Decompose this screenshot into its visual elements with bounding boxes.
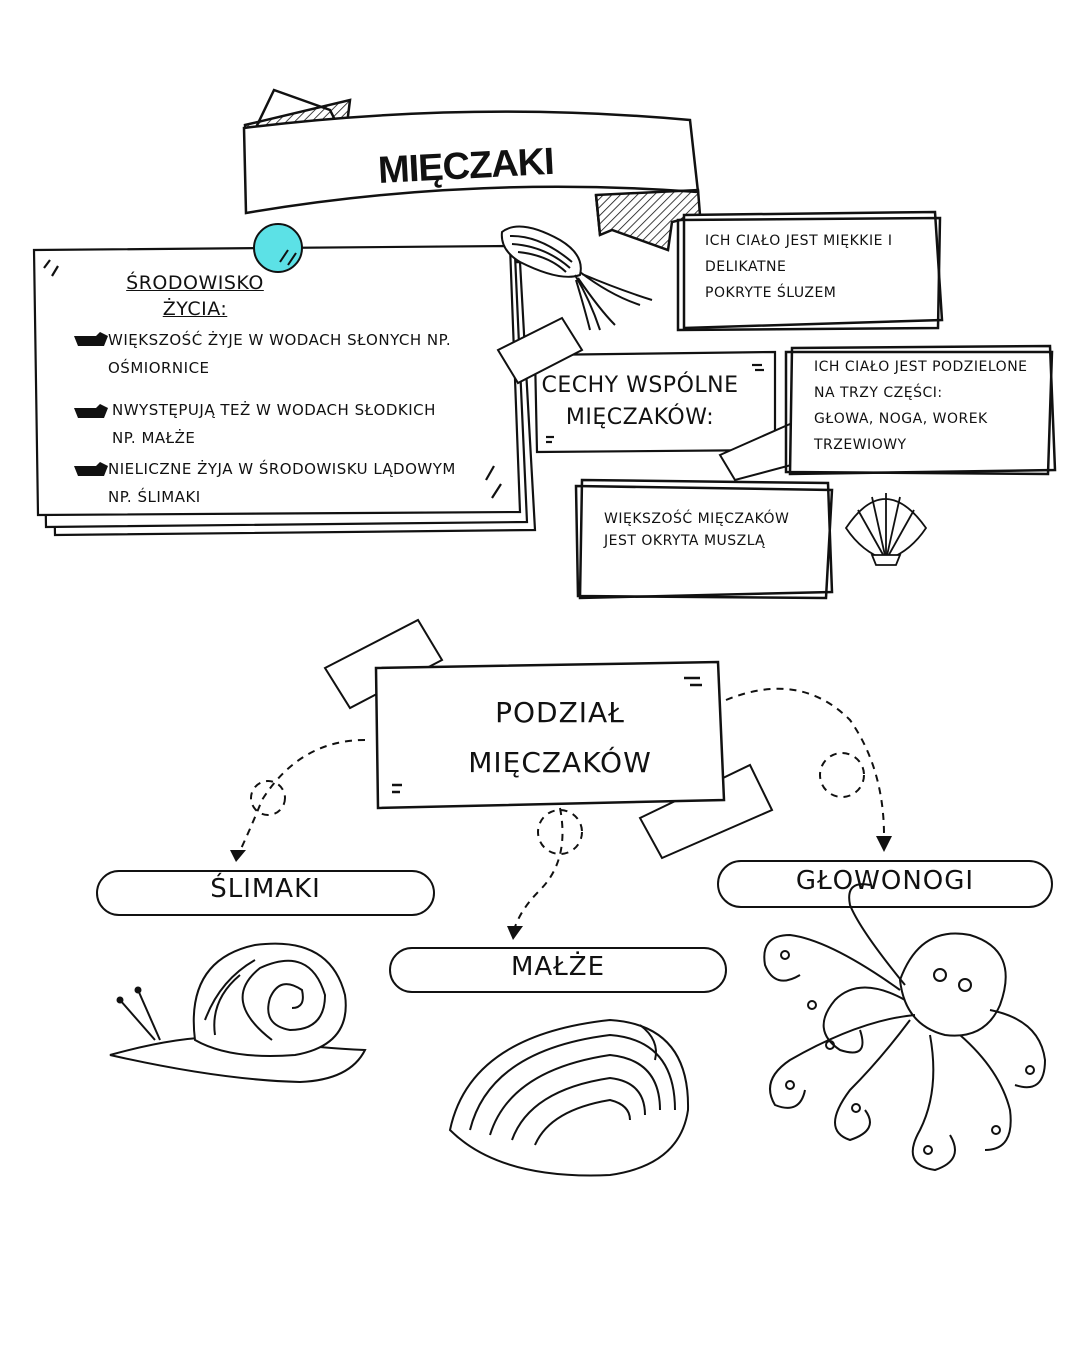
feature-card-line: WIĘKSZOŚĆ MIĘCZAKÓW xyxy=(604,511,790,527)
feature-card-line: POKRYTE ŚLUZEM xyxy=(705,285,837,301)
feature-card-3: WIĘKSZOŚĆ MIĘCZAKÓW JEST OKRYTA MUSZLĄ xyxy=(604,508,824,552)
environment-item-line1: NIELICZNE ŻYJA W ŚRODOWISKU LĄDOWYM xyxy=(108,460,456,478)
division-title-box xyxy=(374,660,726,810)
arrow-heads xyxy=(230,836,892,940)
clam-icon xyxy=(448,1018,690,1177)
environment-heading: ŚRODOWISKO ŻYCIA: xyxy=(110,270,280,322)
environment-item-line2: NP. ŚLIMAKI xyxy=(108,488,201,506)
group-label-bivalves: MAŁŻE xyxy=(510,952,606,982)
feature-card-1-frame xyxy=(676,210,944,332)
features-title-line2: MIĘCZAKÓW: xyxy=(565,405,715,430)
feature-card-line: ICH CIAŁO JEST PODZIELONE xyxy=(814,359,1028,375)
division-title: PODZIAŁ MIĘCZAKÓW xyxy=(430,688,690,788)
environment-item-line1: NWYSTĘPUJĄ TEŻ W WODACH SŁODKICH xyxy=(112,401,436,419)
environment-item-line2: NP. MAŁŻE xyxy=(112,429,196,447)
octopus-icon xyxy=(763,883,1047,1172)
feature-card-line: ICH CIAŁO JEST MIĘKKIE I xyxy=(705,233,893,249)
division-title-line1: PODZIAŁ xyxy=(495,696,625,729)
group-pills xyxy=(96,860,1053,993)
feature-card-1: ICH CIAŁO JEST MIĘKKIE I DELIKATNE POKRY… xyxy=(705,228,935,306)
group-label-snails: ŚLIMAKI xyxy=(210,874,321,904)
feature-card-line: DELIKATNE xyxy=(705,259,787,275)
environment-heading-line2: ŻYCIA: xyxy=(162,298,228,320)
features-title: CECHY WSPÓLNE MIĘCZAKÓW: xyxy=(540,370,740,434)
accent-circle xyxy=(253,223,303,273)
division-title-line2: MIĘCZAKÓW xyxy=(468,746,652,779)
environment-item: NIELICZNE ŻYJA W ŚRODOWISKU LĄDOWYM NP. … xyxy=(108,455,508,511)
feature-card-line: TRZEWIOWY xyxy=(814,437,907,453)
squid-icon xyxy=(500,225,653,331)
environment-item: WIĘKSZOŚĆ ŻYJE W WODACH SŁONYCH NP. OŚMI… xyxy=(108,326,508,382)
environment-card xyxy=(32,244,537,537)
feature-card-3-frame xyxy=(574,478,834,600)
pointing-hand-icon xyxy=(74,332,108,476)
environment-item-line1: WIĘKSZOŚĆ ŻYJE W WODACH SŁONYCH NP. xyxy=(108,331,452,349)
features-title-line1: CECHY WSPÓLNE xyxy=(541,373,739,398)
snail-icon xyxy=(109,942,367,1084)
feature-card-2: ICH CIAŁO JEST PODZIELONE NA TRZY CZĘŚCI… xyxy=(814,354,1049,458)
environment-heading-line1: ŚRODOWISKO xyxy=(126,272,264,294)
environment-item-line2: OŚMIORNICE xyxy=(108,359,210,377)
shell-icon xyxy=(844,493,928,566)
feature-card-2-frame xyxy=(784,344,1057,476)
feature-card-line: GŁOWA, NOGA, WOREK xyxy=(814,411,988,427)
connector-arrows xyxy=(237,687,886,931)
feature-card-line: JEST OKRYTA MUSZLĄ xyxy=(604,533,766,549)
tape-icon xyxy=(323,316,812,860)
environment-item: NWYSTĘPUJĄ TEŻ W WODACH SŁODKICH NP. MAŁ… xyxy=(112,396,512,452)
title-ribbon xyxy=(242,88,702,252)
feature-card-line: NA TRZY CZĘŚCI: xyxy=(814,385,943,401)
group-label-cephalopods: GŁOWONOGI xyxy=(795,866,975,896)
